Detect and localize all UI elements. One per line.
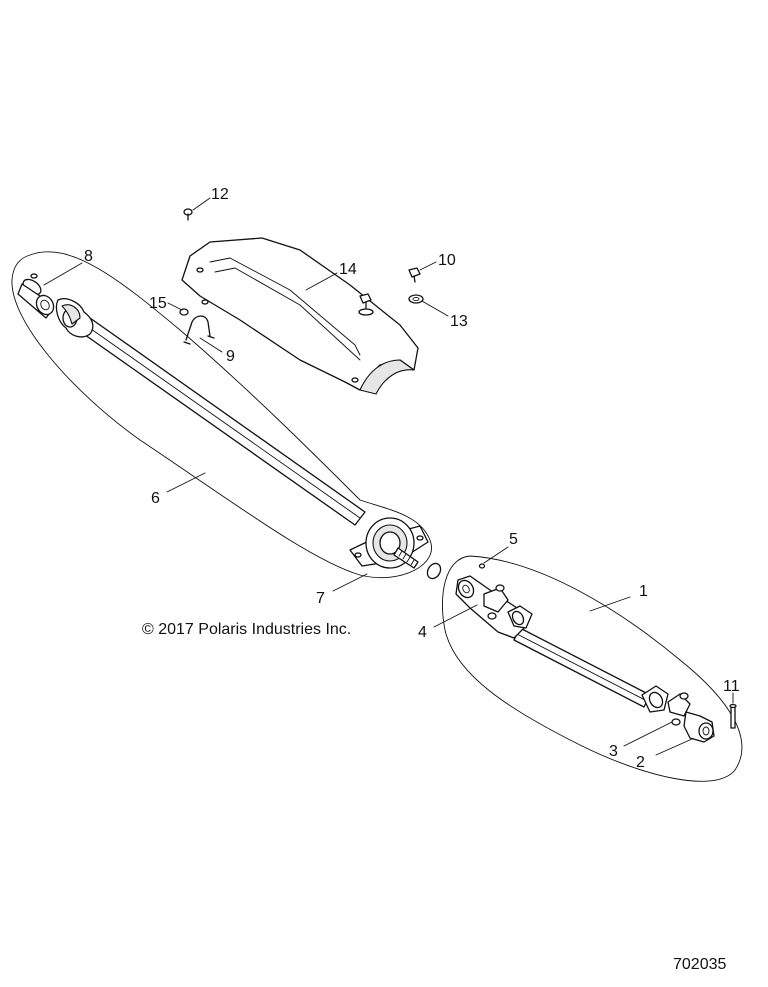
- snap-ring: [426, 562, 442, 580]
- pin-11: [729, 703, 737, 729]
- grease-fitting-5: [478, 563, 486, 569]
- callout-11: 11: [723, 678, 740, 695]
- rear-drive-shaft: [455, 575, 715, 743]
- callout-12: 12: [211, 186, 229, 203]
- clip-9: [183, 315, 215, 345]
- callout-1: 1: [639, 583, 648, 600]
- screw-12: [183, 208, 193, 221]
- callout-4: 4: [418, 624, 427, 641]
- shield-bolt: [358, 293, 374, 316]
- screw-15: [179, 299, 209, 316]
- washer-13: [408, 294, 424, 304]
- callout-9: 9: [226, 348, 235, 365]
- center-support-bearing: [349, 517, 429, 569]
- front-shaft-group-outline: [11, 251, 432, 579]
- callout-15: 15: [149, 295, 167, 312]
- callout-13: 13: [450, 313, 468, 330]
- callout-2: 2: [636, 754, 645, 771]
- callout-5: 5: [509, 531, 518, 548]
- drive-shaft-shield: [181, 237, 419, 395]
- callout-7: 7: [316, 590, 325, 607]
- callout-10: 10: [438, 252, 456, 269]
- leader-lines: [43, 197, 734, 756]
- rear-shaft-group-outline: [442, 555, 743, 782]
- drawing-number: 702035: [673, 956, 727, 973]
- bolt-10: [408, 267, 421, 283]
- callout-3: 3: [609, 743, 618, 760]
- callout-14: 14: [339, 261, 357, 278]
- callout-6: 6: [151, 490, 160, 507]
- front-drive-shaft: [55, 298, 366, 526]
- copyright-notice: © 2017 Polaris Industries Inc.: [142, 621, 352, 638]
- front-u-joint: [17, 273, 55, 319]
- callout-8: 8: [84, 248, 93, 265]
